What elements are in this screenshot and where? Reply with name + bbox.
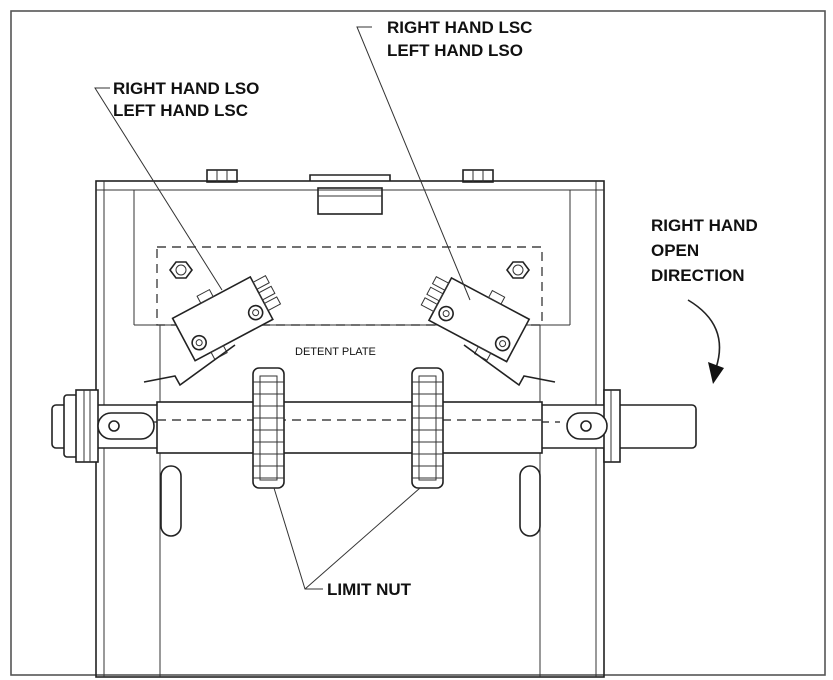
switch-actuator-left [143, 344, 236, 387]
switch-left-label-line2: LEFT HAND LSC [113, 101, 248, 120]
limit-nut-right [411, 367, 444, 489]
leader-line-limit-nut-left [273, 487, 323, 590]
leader-line-limit-nut-right [304, 487, 421, 590]
mounting-slot-right [519, 465, 541, 537]
limit-switch-right [420, 275, 531, 363]
leader-line-left-switch [94, 87, 223, 291]
diagram-border [10, 10, 826, 676]
switch-actuator-right [463, 344, 556, 387]
direction-label-line1: RIGHT HAND [651, 216, 758, 235]
detent-plate-outline [156, 246, 543, 326]
open-direction-arrow [687, 299, 721, 369]
shaft-end-right [566, 389, 621, 463]
switch-left-label-line1: RIGHT HAND LSO [113, 79, 259, 98]
switch-right-label-line1: RIGHT HAND LSC [387, 18, 532, 37]
switch-right-label-line2: LEFT HAND LSO [387, 41, 523, 60]
top-hardware [206, 169, 494, 215]
detent-plate-label: DETENT PLATE [295, 346, 376, 358]
direction-label-line2: OPEN [651, 241, 699, 260]
limit-nut-label: LIMIT NUT [327, 580, 412, 599]
open-direction-arrowhead [708, 362, 724, 384]
limit-nut-left [252, 367, 285, 489]
plate-bolt-right [506, 261, 530, 279]
shaft-end-left [63, 389, 155, 463]
plate-bolt-left [169, 261, 193, 279]
limit-switch-left [171, 275, 282, 362]
leader-line-right-switch [356, 26, 471, 301]
mounting-slot-left [160, 465, 182, 537]
shaft [51, 401, 697, 454]
direction-label-line3: DIRECTION [651, 266, 745, 285]
